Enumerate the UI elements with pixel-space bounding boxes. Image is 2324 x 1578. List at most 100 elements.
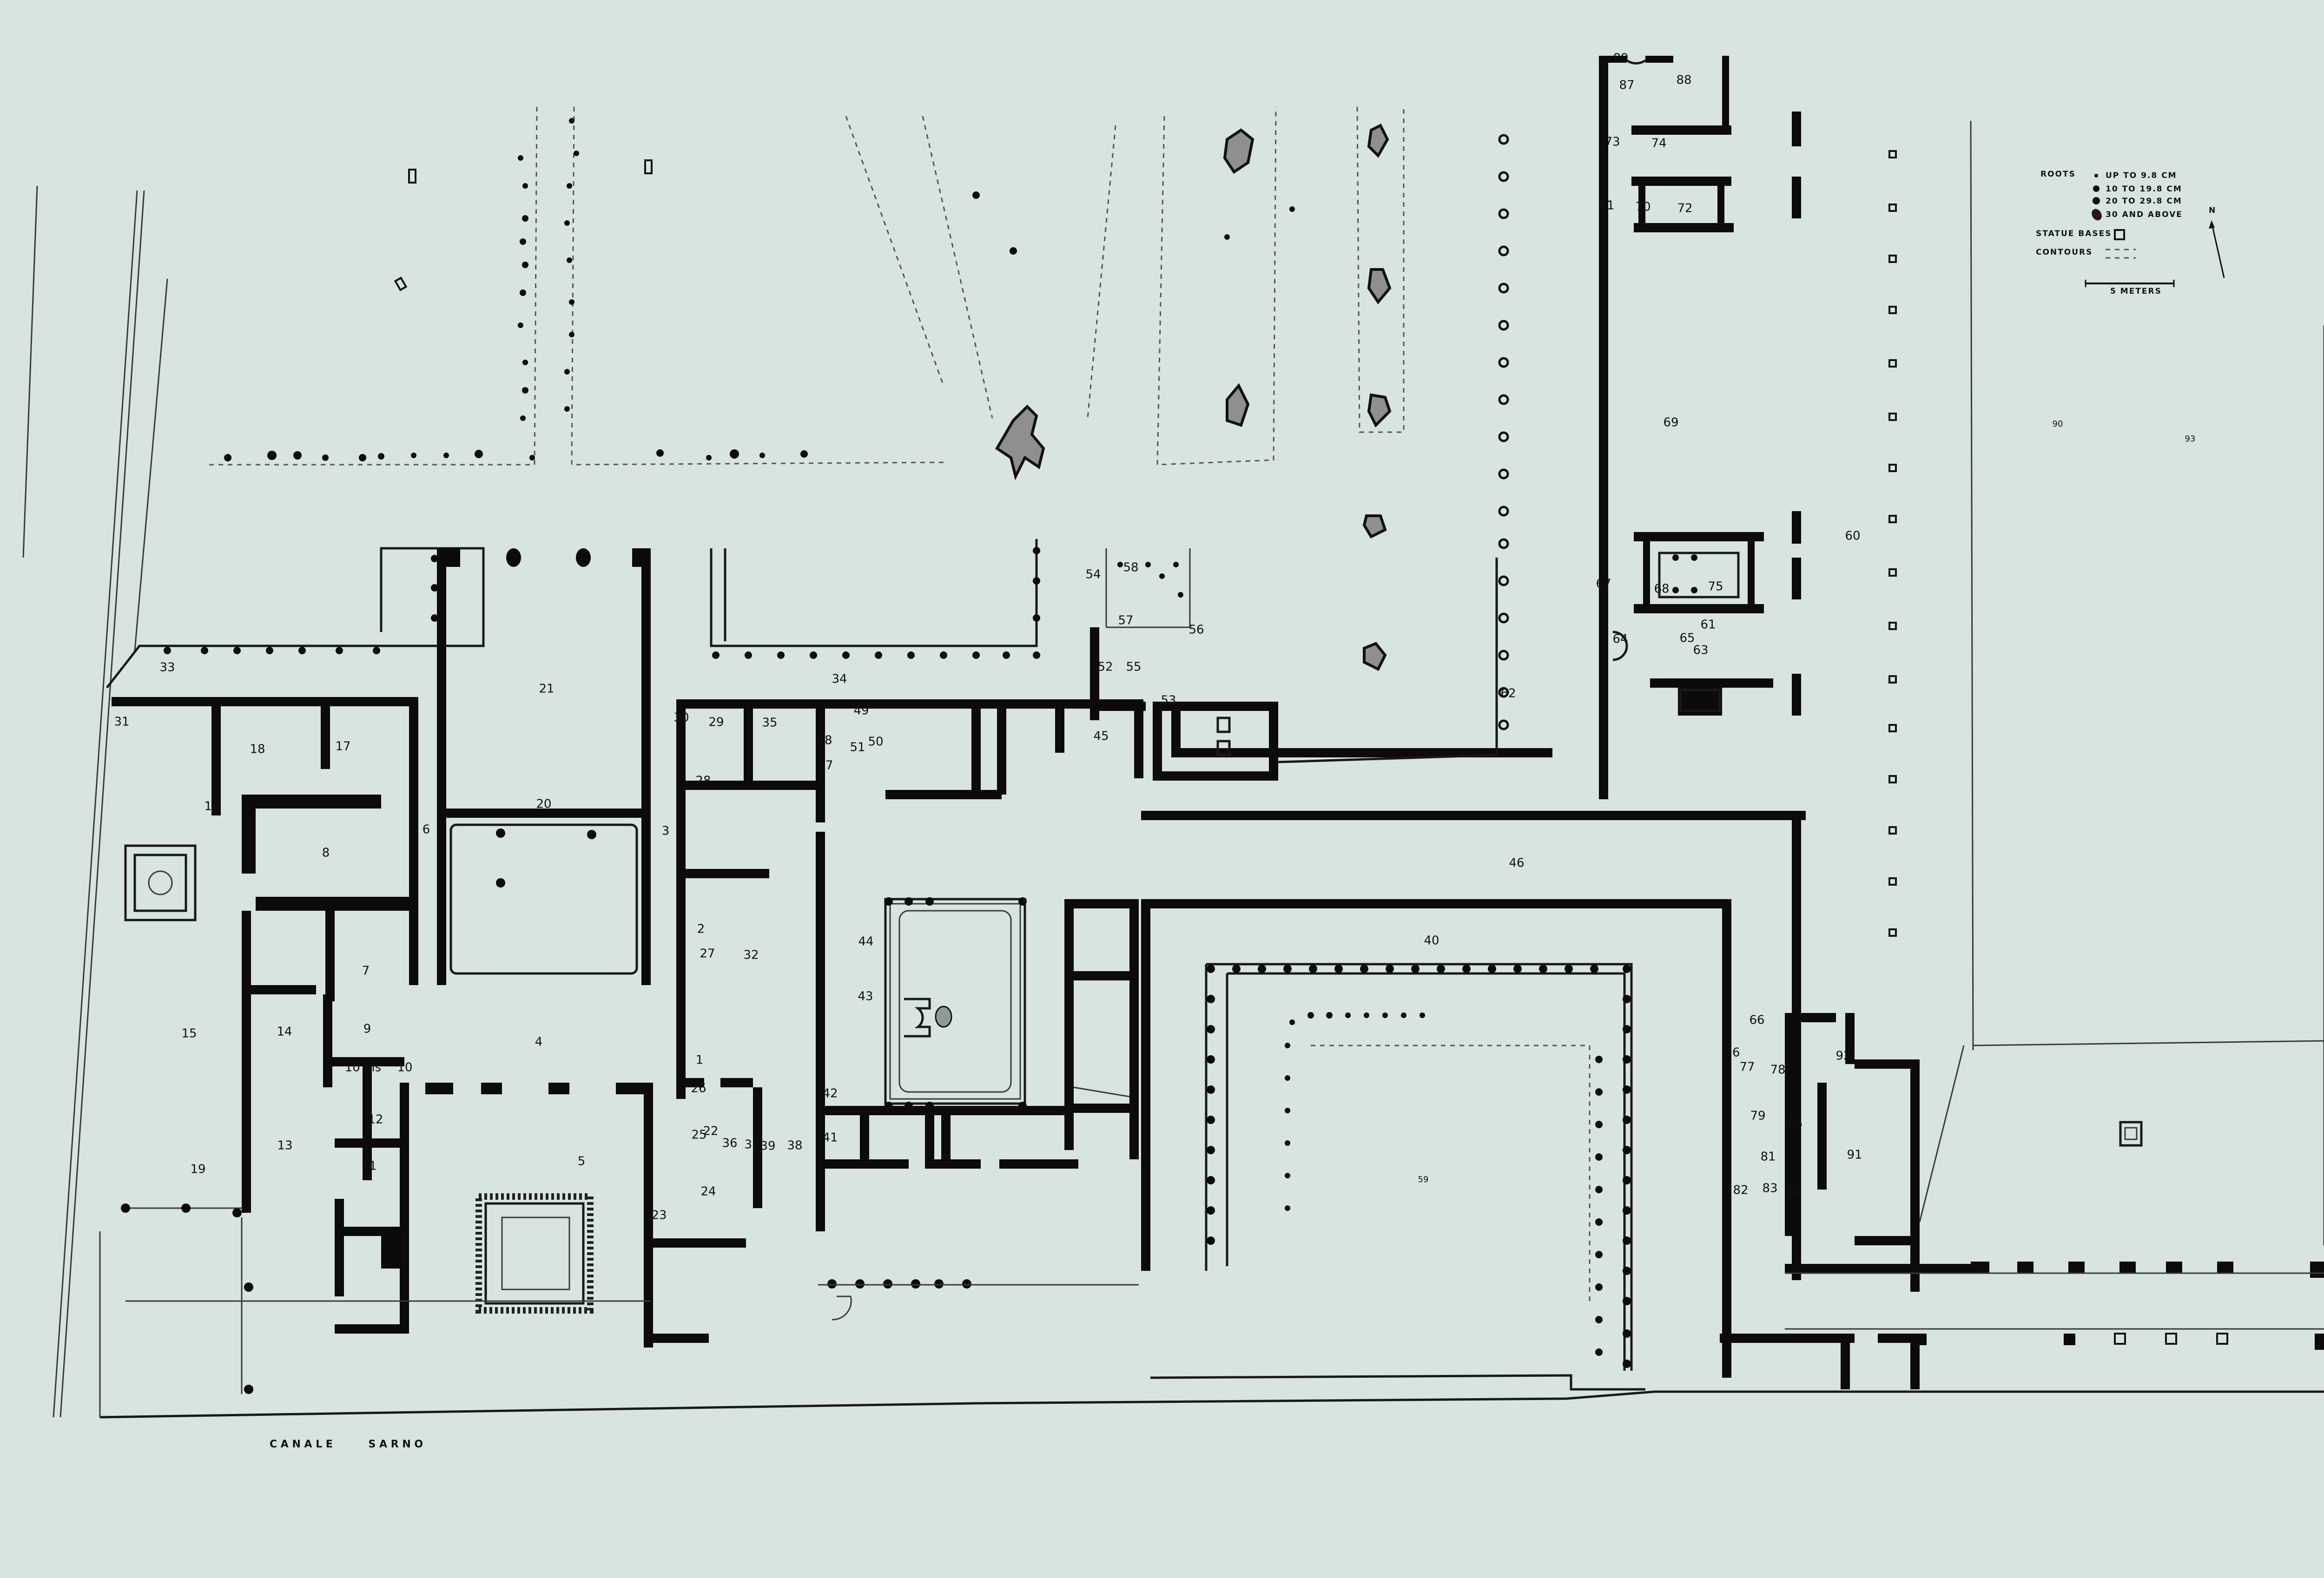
room-label-10-bis: 10 bis: [345, 1061, 382, 1075]
root-cavity: [1223, 128, 1254, 174]
room-label-5: 5: [578, 1155, 586, 1169]
room-label-72: 72: [1677, 202, 1692, 216]
room-label-37: 37: [744, 1138, 759, 1152]
room-label-45: 45: [1093, 730, 1109, 743]
legend-root-class-1: UP TO 9.8 CM: [2106, 171, 2177, 180]
room-label-14: 14: [277, 1025, 292, 1039]
room-label-2: 2: [697, 922, 705, 936]
room-label-67: 67: [1596, 577, 1611, 591]
root-cavity: [1363, 642, 1387, 671]
room-label-43: 43: [858, 990, 873, 1004]
room-label-10: 10: [397, 1061, 412, 1075]
room-label-23: 23: [651, 1209, 667, 1223]
room-label-11: 11: [361, 1159, 376, 1173]
room-label-74: 74: [1651, 137, 1666, 151]
room-label-73: 73: [1604, 135, 1620, 149]
room-label-29: 29: [708, 716, 724, 730]
room-label-64: 64: [1612, 632, 1628, 646]
room-label-17: 17: [335, 740, 350, 754]
room-label-55: 55: [1126, 660, 1141, 674]
root-row-north: [224, 449, 808, 461]
central-portico: [442, 539, 1040, 659]
room-label-91: 91: [1847, 1148, 1862, 1162]
room-label-90: 90: [2053, 419, 2063, 429]
legend-statue-bases: STATUE BASES: [2036, 229, 2112, 238]
legend-root-class-4: 30 AND ABOVE: [2106, 210, 2183, 219]
room-label-59: 59: [1418, 1175, 1429, 1184]
south-east: [1720, 1121, 2324, 1389]
statue-base-icon: [2114, 229, 2125, 240]
room-label-69: 69: [1663, 416, 1678, 430]
room-label-85: 85: [1787, 1117, 1802, 1131]
room-label-63: 63: [1693, 644, 1708, 658]
room-label-60: 60: [1845, 529, 1860, 543]
room-label-40: 40: [1424, 934, 1439, 948]
room-label-81: 81: [1760, 1150, 1776, 1164]
room-label-54: 54: [1085, 568, 1101, 582]
root-cavity: [995, 404, 1045, 480]
legend-root-class-3: 20 TO 29.8 CM: [2106, 197, 2182, 206]
room-label-84: 84: [1786, 1186, 1801, 1200]
room-label-32: 32: [743, 948, 759, 962]
canal-label: C A N A L E S A R N O: [270, 1439, 423, 1450]
legend: ROOTS UP TO 9.8 CM 10 TO 19.8 CM 20 TO 2…: [2036, 170, 2225, 296]
west-block: [112, 548, 653, 1394]
room-label-41: 41: [822, 1131, 838, 1145]
room-label-3: 3: [662, 824, 670, 838]
room-label-65: 65: [1679, 631, 1695, 645]
garden-56-columns: [1498, 134, 1509, 730]
room-label-42: 42: [822, 1087, 838, 1101]
left-colonnade: [53, 190, 145, 1418]
room-label-62: 62: [1500, 687, 1516, 701]
impluvium: [475, 1193, 594, 1314]
room-label-50: 50: [868, 735, 883, 749]
room-label-12: 12: [368, 1113, 383, 1127]
room-label-19: 19: [190, 1163, 205, 1177]
root-cavity: [1367, 393, 1392, 428]
central-block: [653, 699, 1143, 1343]
room-label-61: 61: [1700, 618, 1716, 632]
room-label-47: 47: [818, 759, 833, 773]
room-label-36: 36: [722, 1137, 737, 1151]
east-colonnade: [1888, 150, 1897, 937]
room-label-78: 78: [1770, 1063, 1785, 1077]
room-label-20: 20: [536, 797, 551, 811]
room-label-82: 82: [1733, 1184, 1748, 1197]
room-label-83: 83: [1762, 1182, 1777, 1196]
room-label-88: 88: [1676, 73, 1691, 87]
room-label-70: 70: [1635, 200, 1651, 214]
north-arrow-icon: [2209, 220, 2225, 278]
room-label-24: 24: [700, 1185, 716, 1199]
root-cavity: [1367, 123, 1389, 158]
room-label-7: 7: [362, 964, 370, 978]
room-label-35: 35: [762, 716, 777, 730]
peristyle-colonnade: [1207, 965, 1631, 1368]
room-label-33: 33: [159, 661, 175, 675]
north-garden: [209, 106, 1405, 671]
room-label-51: 51: [850, 741, 865, 755]
room-label-9: 9: [363, 1022, 371, 1036]
room-label-26: 26: [691, 1082, 706, 1096]
room-label-38: 38: [787, 1139, 802, 1153]
room-label-22: 22: [703, 1124, 718, 1138]
room-label-16: 16: [204, 800, 219, 814]
room-label-76: 76: [1724, 1046, 1740, 1060]
root-size-3-icon: [2093, 197, 2100, 204]
root-cavity: [1362, 514, 1387, 539]
legend-contours: CONTOURS: [2036, 248, 2093, 257]
room-label-49: 49: [853, 704, 869, 718]
legend-roots-title: ROOTS: [2040, 170, 2076, 179]
scale-label: 5 METERS: [2110, 287, 2162, 296]
room-label-21: 21: [539, 682, 554, 696]
room-label-39: 39: [760, 1139, 775, 1153]
root-size-1-icon: [2094, 174, 2098, 178]
room-label-77: 77: [1739, 1060, 1755, 1074]
room-label-56: 56: [1188, 623, 1204, 637]
peristyle-40: [1141, 815, 1801, 1391]
room-label-66: 66: [1749, 1013, 1764, 1027]
root-cavity: [1226, 383, 1250, 427]
room-label-15: 15: [181, 1027, 197, 1041]
root-cavity: [1367, 268, 1392, 305]
room-label-48: 48: [817, 734, 832, 748]
